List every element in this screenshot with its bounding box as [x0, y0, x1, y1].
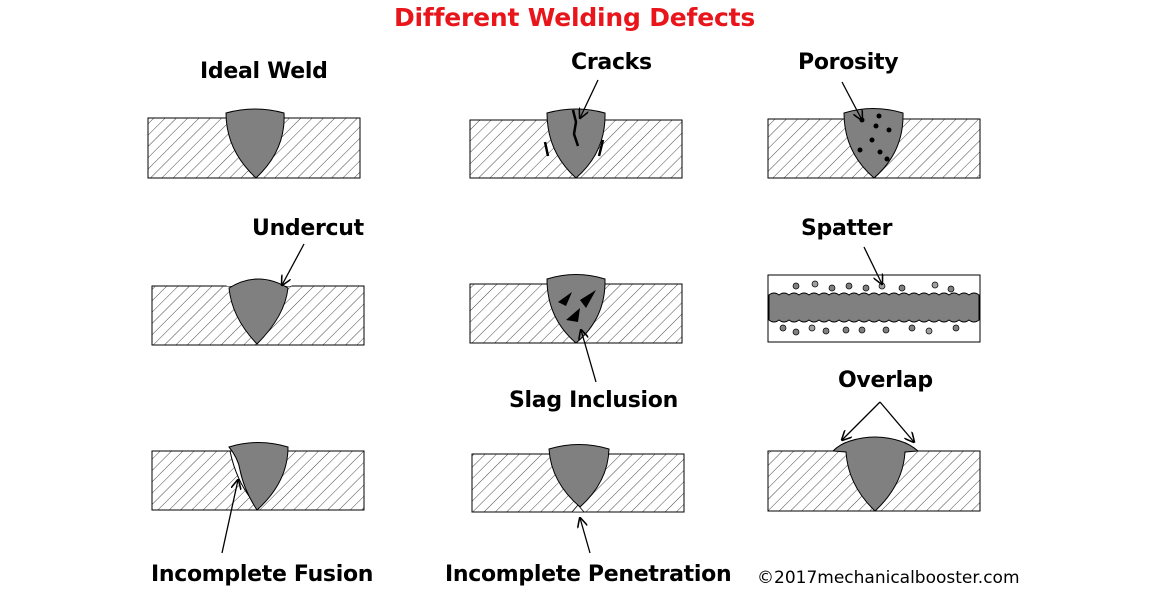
spatter-droplet — [952, 324, 960, 332]
spatter-droplets-top — [792, 280, 955, 293]
pore — [869, 137, 875, 143]
spatter-droplet — [845, 282, 853, 290]
cracks-arrow — [580, 79, 599, 118]
spatter-weld-bead — [768, 292, 980, 323]
spatter-droplet — [908, 324, 916, 332]
label-slag-inclusion: Slag Inclusion — [509, 388, 678, 413]
cracks-figure — [469, 79, 683, 179]
crack-line-main — [571, 109, 580, 147]
incomplete-penetration-figure — [471, 444, 685, 554]
label-undercut: Undercut — [252, 216, 364, 241]
slag-particle — [558, 292, 572, 306]
overlap-arrow-left — [842, 401, 881, 440]
spatter-figure — [767, 246, 981, 343]
label-cracks: Cracks — [571, 50, 652, 75]
undercut-arrow — [282, 243, 305, 285]
spatter-droplet — [862, 284, 870, 292]
pore — [857, 147, 863, 153]
label-porosity: Porosity — [798, 50, 899, 75]
diagram-title: Different Welding Defects — [393, 3, 756, 32]
crack-line-right — [597, 139, 605, 157]
spatter-droplet — [811, 280, 819, 288]
spatter-arrow — [863, 246, 882, 284]
undercut-figure — [151, 243, 365, 346]
spatter-droplet — [947, 285, 955, 293]
copyright-text: ©2017mechanicalbooster.com — [757, 568, 1020, 588]
incomplete-fusion-figure — [151, 442, 365, 554]
label-incomplete-penetration: Incomplete Penetration — [445, 562, 732, 587]
porosity-figure — [767, 81, 981, 179]
spatter-droplet — [808, 324, 816, 332]
slag-inclusion-figure — [469, 274, 683, 383]
penetration-bead — [548, 444, 610, 508]
pore — [886, 127, 892, 133]
slag-particle — [566, 308, 580, 322]
spatter-droplet — [858, 326, 866, 334]
label-incomplete-fusion: Incomplete Fusion — [151, 562, 374, 587]
spatter-droplet — [779, 324, 787, 332]
spatter-droplet — [828, 284, 836, 292]
ideal-weld-bead — [225, 108, 285, 179]
porosity-arrow — [841, 81, 862, 120]
penetration-arrow — [580, 518, 591, 554]
spatter-droplet — [898, 284, 906, 292]
undercut-bead — [228, 278, 289, 345]
pore — [884, 156, 890, 162]
fusion-arrow — [221, 480, 238, 554]
pore — [876, 113, 882, 119]
fusion-bead — [228, 442, 289, 511]
spatter-droplet — [925, 327, 933, 335]
overlap-figure — [767, 401, 981, 512]
slag-particle — [580, 290, 596, 308]
penetration-root-gap — [571, 504, 585, 513]
pore — [877, 149, 883, 155]
ideal-weld-figure — [147, 108, 361, 179]
label-spatter: Spatter — [801, 216, 893, 241]
spatter-droplet — [792, 282, 800, 290]
label-overlap: Overlap — [838, 368, 933, 393]
crack-line-left — [543, 141, 550, 157]
spatter-droplet — [792, 328, 800, 336]
spatter-droplet — [882, 326, 890, 334]
label-ideal-weld: Ideal Weld — [200, 59, 328, 84]
spatter-droplet — [822, 327, 830, 335]
spatter-droplet — [842, 326, 850, 334]
slag-bead — [546, 274, 606, 344]
overlap-arrow-right — [879, 401, 914, 442]
slag-arrow — [581, 330, 597, 383]
spatter-droplets-bottom — [779, 324, 960, 336]
pore — [873, 123, 879, 129]
spatter-droplet — [931, 281, 939, 289]
